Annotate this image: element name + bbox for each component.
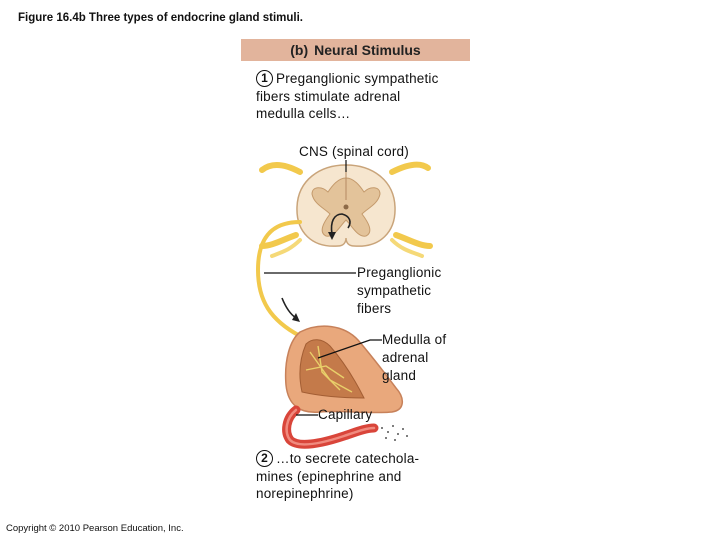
step-2-line-3: norepinephrine) [256,486,354,501]
step-2-line-1: …to secrete catechola- [276,451,420,466]
panel-header: (b) Neural Stimulus [241,39,470,61]
medulla-line-3: gland [382,368,417,383]
adrenal-medulla-label: Medulla of adrenal gland [382,331,446,385]
preganglionic-line-3: fibers [357,301,392,316]
panel-title: Neural Stimulus [314,42,421,58]
panel-tag: (b) [290,42,309,58]
medulla-line-2: adrenal [382,350,429,365]
preganglionic-line-2: sympathetic [357,283,432,298]
medulla-line-1: Medulla of [382,332,447,347]
adrenal-gland [284,325,403,414]
step-1-line-3: medulla cells… [256,106,351,121]
step-2-line-2: mines (epinephrine and [256,468,402,484]
preganglionic-line-1: Preganglionic [357,265,442,280]
step-2-number: 2 [256,450,273,467]
step-1-line-2: fibers stimulate adrenal [256,88,401,104]
step-1-line-1: Preganglionic sympathetic [276,71,439,86]
leader-lines [264,160,382,416]
copyright-notice: Copyright © 2010 Pearson Education, Inc. [6,523,184,534]
preganglionic-fibers-label: Preganglionic sympathetic fibers [357,264,441,318]
step-1-number: 1 [256,70,273,87]
step-2-text: 2…to secrete catechola- mines (epinephri… [256,450,419,503]
preganglionic-fiber [255,220,302,338]
neural-stimulus-panel: (b) Neural Stimulus [241,39,470,501]
capillary-label: Capillary [318,407,373,422]
cns-label: CNS (spinal cord) [299,144,409,159]
impulse-arrows [281,213,351,322]
spinal-cord-section [296,164,396,247]
figure-title: Figure 16.4b Three types of endocrine gl… [18,12,304,24]
nerve-roots [259,161,433,258]
capillary-vessel [282,405,408,449]
